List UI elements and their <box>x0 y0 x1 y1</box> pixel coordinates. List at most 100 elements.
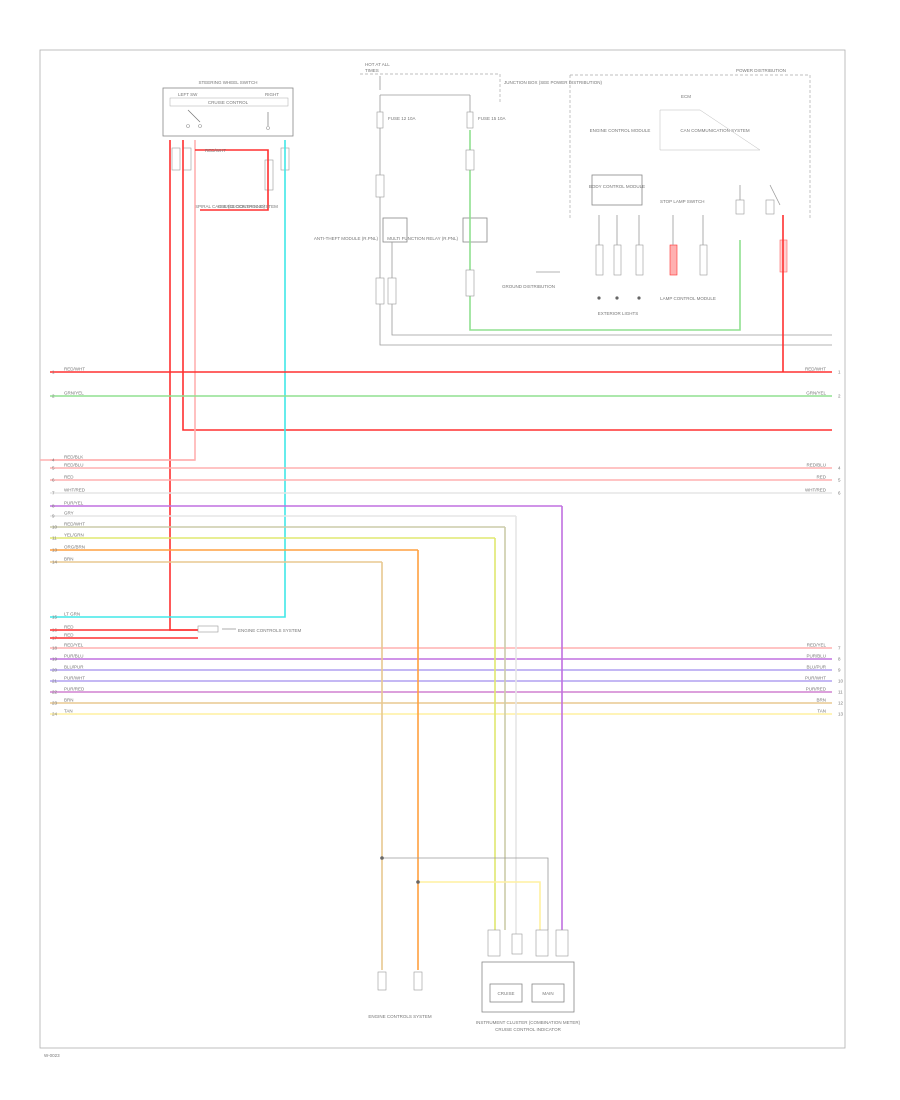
bus-wire-left-label: RED/WHT <box>64 522 85 527</box>
cruise-main-label: CRUISE CONTROL SYSTEM <box>218 204 278 209</box>
bus-wire-right-label: WHT/RED <box>805 488 827 493</box>
bus-wire-left-label: TAN <box>64 709 73 714</box>
bus-wire-left-label: WHT/RED <box>64 488 86 493</box>
bottom-module-label: INSTRUMENT CLUSTER (COMBINATION METER) <box>476 1020 581 1025</box>
bus-wire-right-label: GRN/YEL <box>806 391 826 396</box>
bus-wire-right-pin: 11 <box>838 690 843 695</box>
vertical-drops: ENGINE CONTROLS SYSTEM <box>368 506 563 1019</box>
bus-wire-left-pin: 19 <box>52 657 58 662</box>
bus-wire-right-label: RED/YEL <box>807 643 827 648</box>
bus-wire-left-pin: 20 <box>52 668 58 673</box>
junction-note: JUNCTION BOX (SEE POWER DISTRIBUTION) <box>504 80 603 85</box>
bus-wire-left-pin: 4 <box>52 458 55 463</box>
bus-wire-left-label: RED <box>64 475 74 480</box>
engine-controls-mid: ENGINE CONTROLS SYSTEM <box>197 625 302 633</box>
bus-wire-right-label: PUR/BLU <box>806 654 826 659</box>
bus-wire-left-label: YEL/GRN <box>64 533 84 538</box>
bus-wire-left-label: BRN <box>64 698 74 703</box>
fuse-a: FUSE 12 10A <box>388 116 416 121</box>
bus-wire-left-label: ORG/BRN <box>64 545 85 550</box>
bus-wire-left-label: RED/WHT <box>64 367 85 372</box>
hot-at-all: HOT AT ALL <box>365 62 390 67</box>
ecm-region: POWER DISTRIBUTION ECM ENGINE CONTROL MO… <box>569 68 811 220</box>
diagram-id: W-0023 <box>44 1053 60 1058</box>
bus-wire-left-pin: 11 <box>52 536 57 541</box>
splice-a-label: ANTI-THEFT MODULE (R.PNL) <box>314 236 379 241</box>
bus-wire-left-label: BLU/PUR <box>64 665 84 670</box>
bus-wire-right-pin: 5 <box>838 478 841 483</box>
ecm-pins: EXTERIOR LIGHTS LAMP CONTROL MODULE GROU… <box>502 215 788 372</box>
bus-wire-left-pin: 5 <box>52 466 55 471</box>
steering-switch-left: LEFT SW <box>178 92 198 97</box>
ground-note: GROUND DISTRIBUTION <box>502 284 555 289</box>
instrument-cluster: CRUISE MAIN INSTRUMENT CLUSTER (COMBINAT… <box>476 929 581 1032</box>
power-feed: HOT AT ALL TIMES FUSE 12 10A FUSE 15 10A… <box>360 62 603 198</box>
bottom-pin-a: CRUISE <box>497 991 514 996</box>
bus-wire-left-label: GRY <box>64 511 74 516</box>
bus-wire-left-label: PUR/WHT <box>64 676 85 681</box>
lamp-module-label: LAMP CONTROL MODULE <box>660 296 716 301</box>
bus-wire-right-label: PUR/WHT <box>805 676 826 681</box>
bus-wire-left-pin: 1 <box>52 370 55 375</box>
bottom-module-sub: CRUISE CONTROL INDICATOR <box>495 1027 561 1032</box>
bus-wire-left-pin: 23 <box>52 701 58 706</box>
bus-wire-left-pin: 7 <box>52 491 55 496</box>
bus-wire-right-label: RED/WHT <box>805 367 826 372</box>
bus-wire-left-pin: 10 <box>52 525 58 530</box>
bus-wire-left-label: PUR/BLU <box>64 654 84 659</box>
splice-box-a: ANTI-THEFT MODULE (R.PNL) <box>314 217 408 243</box>
bus-wire-right-pin: 10 <box>838 679 844 684</box>
bus-wire-left-label: GRN/YEL <box>64 391 84 396</box>
steering-switch-sub: CRUISE CONTROL <box>208 100 249 105</box>
ecm-sub: ENGINE CONTROL MODULE <box>590 128 651 133</box>
bus-wire-left-pin: 22 <box>52 690 58 695</box>
clock-spring-label: SPIRAL CABLE (CLOCK SPRING) <box>195 204 266 209</box>
bus-wire-right-pin: 7 <box>838 646 841 651</box>
svg-text:RED/WHT: RED/WHT <box>205 148 226 153</box>
bus-wire-right-pin: 4 <box>838 466 841 471</box>
diagram-frame <box>39 49 846 1049</box>
wire-bus: RED/WHT1RED/WHT1GRN/YEL2GRN/YEL2RED/BLK4… <box>50 367 844 717</box>
bus-wire-left-pin: 14 <box>52 560 58 565</box>
engine-controls-label: ENGINE CONTROLS SYSTEM <box>238 628 302 633</box>
bottom-pin-b: MAIN <box>542 991 553 996</box>
bus-wire-left-label: RED/BLK <box>64 455 83 460</box>
bus-wire-right-label: RED <box>816 475 826 480</box>
bus-wire-left-label: LT GRN <box>64 612 80 617</box>
bus-wire-left-label: BRN <box>64 557 74 562</box>
bus-wire-right-label: PUR/RED <box>806 687 827 692</box>
steering-wires: RED/WHT CRUISE CONTROL SYSTEM <box>40 140 832 631</box>
stop-lamp-label: STOP LAMP SWITCH <box>660 199 705 204</box>
bus-wire-left-label: RED/YEL <box>64 643 84 648</box>
steering-wheel-switch: STEERING WHEEL SWITCH CRUISE CONTROL LEF… <box>162 80 294 137</box>
bus-wire-left-pin: 21 <box>52 679 58 684</box>
bus-wire-left-pin: 13 <box>52 548 58 553</box>
splice-box-b: MULTI FUNCTION RELAY (R.PNL) <box>387 217 488 243</box>
bus-wire-right-label: TAN <box>817 709 826 714</box>
bus-wire-right-pin: 8 <box>838 657 841 662</box>
bus-wire-left-pin: 2 <box>52 394 55 399</box>
bus-wire-right-pin: 13 <box>838 712 844 717</box>
bus-wire-left-pin: 24 <box>52 712 58 717</box>
fuse-b: FUSE 15 10A <box>478 116 506 121</box>
body-ecu-label: BODY CONTROL MODULE <box>589 184 645 189</box>
ecm-note: CAN COMMUNICATION SYSTEM <box>680 128 749 133</box>
hot-sub: TIMES <box>365 68 379 73</box>
bus-wire-left-label: RED/BLU <box>64 463 84 468</box>
bus-wire-right-pin: 2 <box>838 394 841 399</box>
bus-wire-right-pin: 12 <box>838 701 844 706</box>
bus-wire-left-pin: 18 <box>52 646 58 651</box>
bus-wire-left-label: PUR/RED <box>64 687 85 692</box>
steering-switch-right: RIGHT <box>265 92 279 97</box>
bus-wire-left-pin: 8 <box>52 504 55 509</box>
splice-b-label: MULTI FUNCTION RELAY (R.PNL) <box>387 236 458 241</box>
bus-wire-left-label: RED <box>64 625 74 630</box>
bus-wire-right-pin: 1 <box>838 370 841 375</box>
bus-wire-left-pin: 15 <box>52 615 58 620</box>
bus-wire-left-pin: 9 <box>52 514 55 519</box>
exterior-lights-label: EXTERIOR LIGHTS <box>598 311 639 316</box>
engine-controls-b-label: ENGINE CONTROLS SYSTEM <box>368 1014 432 1019</box>
bus-wire-left-label: PUR/YEL <box>64 501 84 506</box>
